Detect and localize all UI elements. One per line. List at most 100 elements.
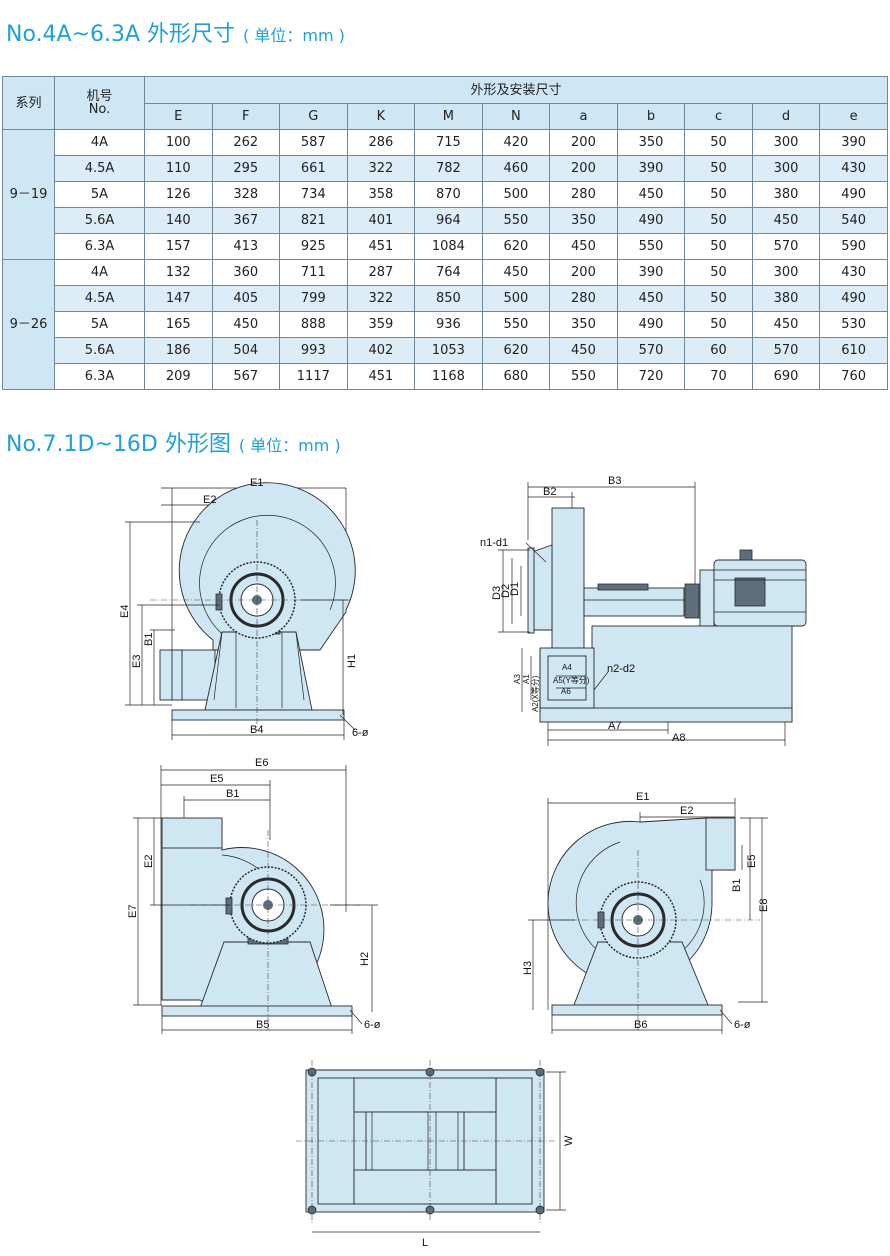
section-title-dimensions: No.4A~6.3A 外形尺寸( 单位：mm ) bbox=[6, 16, 345, 48]
model-cell: 5.6A bbox=[54, 337, 145, 364]
dim-label: A2(X等分) bbox=[530, 675, 540, 712]
value-cell: 367 bbox=[211, 207, 281, 234]
dim-label: B3 bbox=[608, 475, 621, 487]
value-cell: 322 bbox=[346, 155, 416, 182]
value-cell: 711 bbox=[279, 259, 348, 286]
value-cell: 147 bbox=[144, 285, 213, 312]
value-cell: 132 bbox=[144, 259, 213, 286]
dim-label: W bbox=[563, 1135, 575, 1146]
value-cell: 390 bbox=[616, 155, 686, 182]
dim-label: E4 bbox=[119, 605, 131, 618]
value-cell: 50 bbox=[684, 207, 753, 234]
dim-label: B2 bbox=[543, 486, 556, 498]
value-cell: 460 bbox=[481, 155, 551, 182]
drawing-mirrored-view: E1 E2 E5 B1 E8 H3 B6 6-ø bbox=[522, 791, 770, 1034]
value-cell: 690 bbox=[751, 363, 821, 390]
section-title-outline: No.7.1D~16D 外形图 ( 单位：mm ) bbox=[6, 426, 341, 458]
value-cell: 350 bbox=[616, 129, 686, 156]
dim-label: A1 bbox=[522, 674, 531, 684]
header-series: 系列 bbox=[2, 76, 55, 130]
value-cell: 430 bbox=[819, 155, 888, 182]
value-cell: 530 bbox=[819, 311, 888, 338]
value-cell: 760 bbox=[819, 363, 888, 390]
column-header: E bbox=[144, 103, 213, 130]
value-cell: 734 bbox=[279, 181, 348, 208]
value-cell: 450 bbox=[211, 311, 281, 338]
value-cell: 1117 bbox=[279, 363, 348, 390]
value-cell: 567 bbox=[211, 363, 281, 390]
value-cell: 570 bbox=[751, 233, 821, 260]
dim-label: B1 bbox=[226, 788, 239, 800]
value-cell: 587 bbox=[279, 129, 348, 156]
dim-label: L bbox=[422, 1237, 428, 1249]
value-cell: 490 bbox=[616, 207, 686, 234]
value-cell: 110 bbox=[144, 155, 213, 182]
value-cell: 500 bbox=[481, 285, 551, 312]
value-cell: 405 bbox=[211, 285, 281, 312]
model-cell: 4.5A bbox=[54, 285, 145, 312]
value-cell: 550 bbox=[481, 311, 551, 338]
series-cell: 9－26 bbox=[2, 259, 55, 390]
dim-label: n1-d1 bbox=[480, 537, 508, 549]
dim-label: D1 bbox=[509, 582, 521, 596]
dim-label: E2 bbox=[680, 805, 693, 817]
dim-label: D2 bbox=[500, 584, 512, 598]
dim-label: B1 bbox=[143, 633, 155, 646]
column-header: d bbox=[751, 103, 821, 130]
value-cell: 300 bbox=[751, 129, 821, 156]
dim-label: B6 bbox=[634, 1019, 647, 1031]
value-cell: 360 bbox=[211, 259, 281, 286]
value-cell: 328 bbox=[211, 181, 281, 208]
value-cell: 764 bbox=[414, 259, 483, 286]
value-cell: 1084 bbox=[414, 233, 483, 260]
dim-label: B1 bbox=[731, 879, 743, 892]
dim-label: A7 bbox=[608, 720, 621, 732]
dim-label: E1 bbox=[636, 791, 649, 803]
dim-label: E6 bbox=[255, 757, 268, 769]
dim-label: H1 bbox=[346, 654, 358, 668]
dim-label: A3 bbox=[513, 674, 522, 684]
value-cell: 590 bbox=[819, 233, 888, 260]
value-cell: 570 bbox=[616, 337, 686, 364]
dim-label: E8 bbox=[758, 899, 770, 912]
unit-label: ( 单位：mm ) bbox=[238, 436, 341, 455]
value-cell: 993 bbox=[279, 337, 348, 364]
value-cell: 359 bbox=[346, 311, 416, 338]
value-cell: 490 bbox=[616, 311, 686, 338]
drawing-side-view: B3 B2 n1-d1 D3 D2 D1 A3 A1 A2(X等分) A4 A5… bbox=[480, 475, 807, 746]
value-cell: 295 bbox=[211, 155, 281, 182]
value-cell: 126 bbox=[144, 181, 213, 208]
value-cell: 451 bbox=[346, 233, 416, 260]
section-title-text: No.7.1D~16D 外形图 bbox=[6, 432, 231, 457]
dim-label: n2-d2 bbox=[607, 663, 635, 675]
dim-label: E2 bbox=[203, 494, 216, 506]
value-cell: 50 bbox=[684, 181, 753, 208]
dim-label: B5 bbox=[256, 1019, 269, 1031]
value-cell: 490 bbox=[819, 181, 888, 208]
value-cell: 100 bbox=[144, 129, 213, 156]
dim-label: 6-ø bbox=[352, 727, 369, 739]
section-title-text: No.4A~6.3A 外形尺寸 bbox=[6, 22, 236, 47]
value-cell: 450 bbox=[751, 207, 821, 234]
value-cell: 140 bbox=[144, 207, 213, 234]
series-cell: 9－19 bbox=[2, 129, 55, 260]
model-cell: 5A bbox=[54, 311, 145, 338]
value-cell: 186 bbox=[144, 337, 213, 364]
value-cell: 50 bbox=[684, 285, 753, 312]
dim-label: A8 bbox=[672, 732, 685, 744]
dim-label: A5(Y等分) bbox=[553, 675, 590, 685]
column-header: G bbox=[279, 103, 348, 130]
value-cell: 620 bbox=[481, 337, 551, 364]
dim-label: D3 bbox=[491, 586, 503, 600]
header-group: 外形及安装尺寸 bbox=[144, 76, 888, 104]
value-cell: 936 bbox=[414, 311, 483, 338]
